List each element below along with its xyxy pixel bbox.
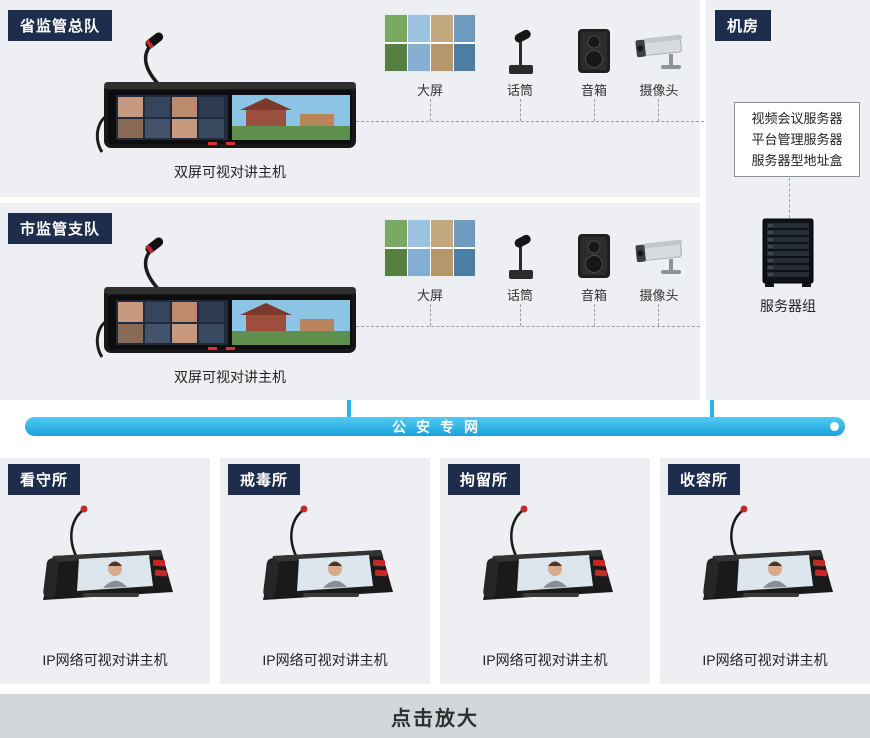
video-wall-icon [384,219,476,277]
video-wall-label: 大屏 [416,83,443,98]
speaker-icon [577,28,611,74]
footer-bar: 点击放大 [0,694,870,738]
camera-icon [631,235,687,279]
connection-line [594,99,595,121]
connection-line [430,99,431,121]
section-detention-house-title: 看守所 [8,464,81,495]
section-drug-rehab-panel: 戒毒所 IP网络可视对讲主机 [220,458,430,684]
dual-screen-intercom-label: 双屏可视对讲主机 [174,164,286,180]
video-wall-icon [384,14,476,72]
speaker-icon [577,233,611,279]
camera-icon [631,30,687,74]
ip-intercom-label: IP网络可视对讲主机 [482,652,608,668]
camera-label: 摄像头 [639,83,679,98]
section-server-room-title: 机房 [715,10,772,41]
ip-intercom-label: IP网络可视对讲主机 [262,652,388,668]
ip-intercom-image [245,496,405,616]
ip-intercom-label: IP网络可视对讲主机 [42,652,168,668]
microphone-icon [500,229,540,281]
speaker-label: 音箱 [580,83,607,98]
dual-screen-intercom-label: 双屏可视对讲主机 [174,369,286,385]
server-rack-icon [760,218,816,288]
network-bar-label: 公安专网 [392,418,488,435]
connection-line [430,304,431,326]
camera-label: 摄像头 [639,288,679,303]
network-endpoint-dot [830,422,839,431]
network-connector [347,400,351,417]
section-city-title: 市监管支队 [8,213,113,244]
section-server-room-panel: 机房 视频会议服务器 平台管理服务器 服务器型地址盒 服务器组 [706,0,870,400]
ip-intercom-image [465,496,625,616]
connection-line [658,304,659,326]
connection-line [356,121,734,122]
microphone-label: 话筒 [506,288,533,303]
connection-line [356,326,700,327]
section-provincial-title: 省监管总队 [8,10,113,41]
section-shelter-panel: 收容所 IP网络可视对讲主机 [660,458,870,684]
click-to-enlarge-button[interactable]: 点击放大 [391,707,479,730]
section-shelter-title: 收容所 [668,464,741,495]
connection-line [594,304,595,326]
ip-intercom-image [685,496,845,616]
video-wall-label: 大屏 [416,288,443,303]
connection-line [520,304,521,326]
ip-intercom-label: IP网络可视对讲主机 [702,652,828,668]
server-list-line: 平台管理服务器 [751,132,843,147]
dual-screen-intercom-image [90,18,370,158]
server-list-line: 服务器型地址盒 [751,153,843,168]
server-list-line: 视频会议服务器 [751,111,843,126]
server-rack-label: 服务器组 [760,298,816,314]
speaker-label: 音箱 [580,288,607,303]
section-detention-center-title: 拘留所 [448,464,521,495]
dual-screen-intercom-image [90,223,370,363]
microphone-label: 话筒 [506,83,533,98]
section-drug-rehab-title: 戒毒所 [228,464,301,495]
connection-line [520,99,521,121]
section-detention-center-panel: 拘留所 IP网络可视对讲主机 [440,458,650,684]
network-connector [710,400,714,417]
connection-line [658,99,659,121]
section-city-panel: 市监管支队 [0,203,700,400]
ip-intercom-image [25,496,185,616]
server-list-box: 视频会议服务器 平台管理服务器 服务器型地址盒 [734,102,860,177]
microphone-icon [500,24,540,76]
section-detention-house-panel: 看守所 IP网络可视对讲主机 [0,458,210,684]
connection-line [789,178,790,218]
network-bar: 公安专网 [25,417,845,436]
section-provincial-panel: 省监管总队 [0,0,734,197]
